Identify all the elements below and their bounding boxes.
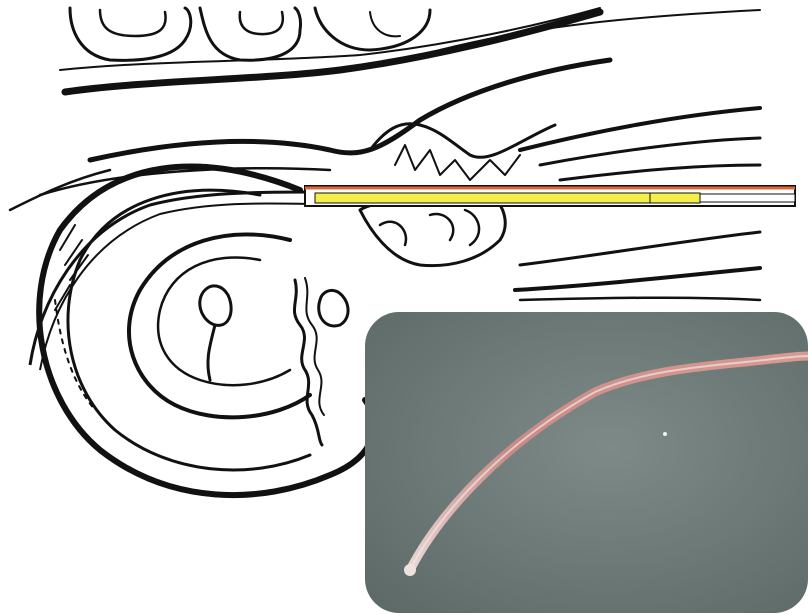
right-bundle-5	[515, 268, 760, 290]
top-lobe-2	[200, 8, 301, 60]
top-lobe-1-inner	[100, 10, 166, 36]
cochlea-inner	[158, 257, 290, 385]
right-bundle-2	[540, 138, 760, 165]
electrode-photo	[365, 312, 808, 613]
right-bundle-4	[520, 232, 760, 265]
top-lobe-2-inner	[240, 12, 283, 34]
apex-stem	[208, 325, 215, 380]
ossicle-top	[370, 124, 555, 158]
electrode-photo-inset	[365, 312, 808, 613]
right-bundle-3	[560, 165, 760, 180]
top-lobe-3	[315, 8, 430, 50]
electrode-array-fill	[315, 193, 700, 203]
cochlea-outer	[39, 167, 374, 495]
right-bundle-1	[520, 108, 760, 150]
top-lobe-3-inner	[370, 12, 400, 36]
ossicle-detail	[380, 210, 479, 245]
apex-bulb	[319, 290, 348, 326]
cochlea-hatch	[55, 225, 88, 310]
right-bundle-6	[520, 298, 760, 300]
apex-loop-1	[200, 286, 231, 325]
cochlea-dashed	[55, 300, 95, 410]
top-lobe-1	[70, 8, 191, 60]
